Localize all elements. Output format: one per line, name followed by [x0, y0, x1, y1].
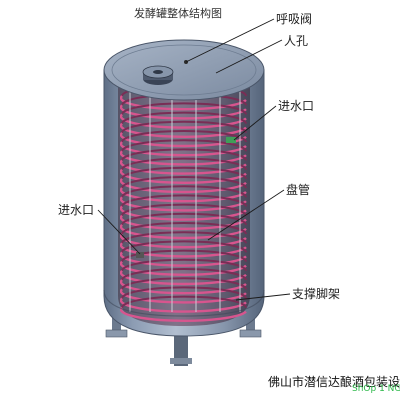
water-inlet-left-fitting — [136, 252, 144, 258]
label-water-inlet-left: 进水口 — [58, 203, 95, 217]
coil-turn-front — [120, 214, 247, 230]
water-inlet-right-fitting — [226, 137, 236, 143]
coil-turn-front — [120, 187, 247, 203]
leader-lines — [97, 18, 291, 301]
coil-turn-front — [120, 205, 247, 221]
leader-breather-valve — [185, 18, 275, 63]
coil-turn-front — [120, 251, 247, 267]
label-water-inlet-right: 进水口 — [278, 99, 315, 113]
label-support-legs: 支撑脚架 — [292, 287, 341, 301]
coil-support-rods — [129, 90, 241, 312]
coil-turn-front — [120, 233, 247, 249]
coil-turn-front — [120, 260, 247, 276]
coil-turn-front — [120, 177, 247, 194]
leader-water-inlet-left — [97, 209, 141, 255]
leader-manhole — [215, 39, 283, 74]
coil-turn-front — [120, 288, 247, 304]
coil-turn-front — [120, 306, 247, 322]
coil-turn-front — [120, 141, 247, 157]
coil-turn-front — [120, 223, 247, 240]
coil-turn-front — [120, 196, 247, 212]
tank-lid — [103, 39, 265, 101]
company-footer: 佛山市潜信达酿酒包装设备 — [268, 375, 400, 389]
label-breather-valve: 呼吸阀 — [276, 12, 313, 26]
coil-turn-front — [120, 104, 247, 120]
coil-turn-front — [120, 113, 247, 129]
coil-turn-front — [120, 168, 247, 184]
coil-turn-front — [120, 150, 247, 166]
label-coil-pipe: 盘管 — [286, 183, 311, 197]
coil-turn-front — [120, 95, 247, 111]
coil-turn-front — [120, 279, 247, 295]
leader-coil — [207, 189, 285, 241]
coil-turn-front — [120, 122, 247, 138]
coil-turn-front — [120, 269, 247, 286]
watermark: ShOp 1 NG — [352, 384, 400, 394]
leader-support-legs — [235, 293, 291, 301]
manhole-cover — [142, 65, 174, 85]
leader-water-inlet-right — [233, 105, 277, 141]
diagram-title: 发酵罐整体结构图 — [134, 7, 222, 20]
label-manhole: 人孔 — [284, 34, 309, 48]
coil-turn-front — [120, 242, 247, 258]
coil-turn-front — [120, 297, 247, 313]
coil-turn-front — [120, 159, 247, 175]
